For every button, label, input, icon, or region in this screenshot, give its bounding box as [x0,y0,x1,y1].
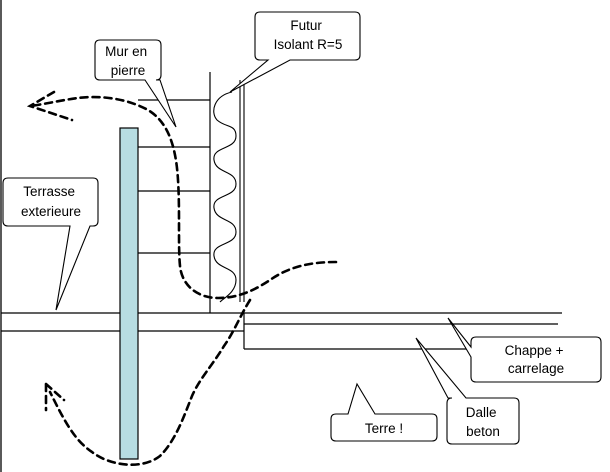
callout-bubble [229,11,361,93]
callout-futur-isolant: Futur Isolant R=5 [229,11,361,93]
callout-label-line: Futur [290,18,322,33]
callout-bubble [330,382,438,442]
callout-label-line: Mur en [105,44,147,59]
callout-dalle-beton: Dalle beton [415,337,520,445]
air-flow-arrowhead [26,90,74,122]
svg-text:Terre !: Terre ! [365,421,403,436]
air-flow-lower [48,298,252,467]
callout-label-line: Dalle [466,405,497,420]
air-flow-arrowhead [44,382,66,412]
svg-text:Terrasse exterieure: Terrasse exterieure [21,184,81,219]
membrane-bar [119,127,139,460]
svg-text:Mur en pierre: Mur en pierre [105,44,151,78]
callout-bubble [447,317,602,383]
air-flow-upper [28,95,338,300]
callout-chappe-carrelage: Chappe + carrelage [447,317,602,383]
stone-wall [138,72,211,313]
callout-label-line: pierre [111,63,146,78]
insulation [213,80,245,303]
callout-label-line: carrelage [508,361,564,376]
callout-bubble [94,39,177,128]
svg-text:Futur Isolant R=5: Futur Isolant R=5 [274,18,343,52]
insulation-wave [213,91,237,303]
callout-terrasse-exterieure: Terrasse exterieure [2,177,99,311]
callout-label-line: exterieure [21,204,81,219]
callout-label-line: Terrasse [23,184,75,199]
callout-label-line: Isolant R=5 [274,37,343,52]
svg-text:Dalle beton: Dalle beton [466,405,501,439]
svg-text:Chappe + carrelage: Chappe + carrelage [505,343,568,376]
air-flow-path [26,90,338,467]
callout-label-line: beton [466,424,500,439]
callout-bubble [415,337,520,445]
callout-label-line: Terre ! [365,421,403,436]
callout-label-line: Chappe + [505,343,564,358]
callout-bubble [2,177,99,311]
callout-mur-en-pierre: Mur en pierre [94,39,177,128]
callout-terre: Terre ! [330,382,438,442]
